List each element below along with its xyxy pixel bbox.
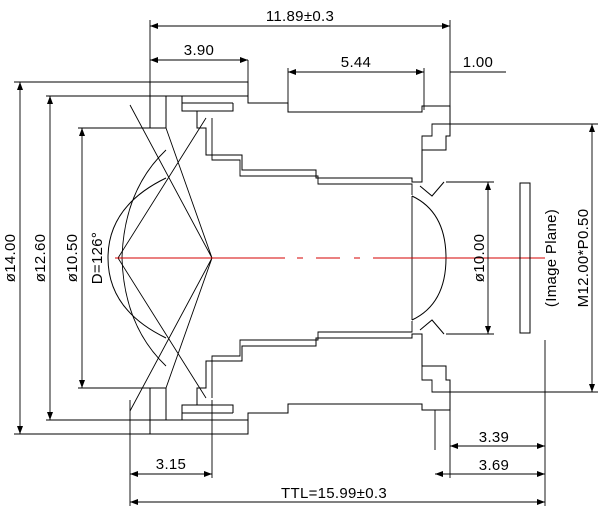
thread-top (421, 123, 446, 150)
extension-lines (14, 20, 598, 506)
image-plane-rect (519, 182, 531, 334)
lens-retainer-bottom (166, 404, 248, 421)
lens-retainer-top (166, 95, 248, 112)
dim-bfl-mech: 3.39 (479, 429, 509, 446)
dim-overall-length: 11.89±0.3 (266, 8, 334, 25)
inner-bore-bottom (211, 321, 413, 398)
lens-body-bottom-profile (149, 333, 451, 435)
image-plane-label: (Image Plane) (543, 209, 560, 307)
dim-front-section: 3.90 (184, 42, 214, 59)
dim-front-vertex: 3.15 (156, 456, 186, 473)
dim-dia-thread-core: ø10.00 (471, 234, 488, 283)
dim-ttl: TTL=15.99±0.3 (281, 485, 387, 502)
dimension-lines (17, 23, 595, 505)
inner-bore-top (211, 118, 413, 195)
dim-thread: M12.00*P0.50 (575, 209, 592, 308)
dim-dia-outer: ø14.00 (2, 234, 19, 283)
lens-body-top-profile (149, 81, 451, 183)
dim-fov: D=126° (89, 232, 106, 284)
dim-flange: 1.00 (463, 54, 493, 71)
dim-dia-mid: ø12.60 (32, 234, 49, 283)
dim-dia-inner: ø10.50 (64, 234, 81, 283)
dimension-labels: 11.89±0.3 3.90 5.44 1.00 ø14.00 ø12.60 ø… (2, 8, 592, 502)
dim-bfl-optical: 3.69 (479, 457, 509, 474)
thread-bottom (421, 366, 446, 393)
rear-notch-bottom (419, 319, 445, 335)
front-dome-lens (107, 177, 167, 339)
rear-notch-top (419, 181, 445, 197)
dim-barrel-length: 5.44 (341, 54, 371, 71)
